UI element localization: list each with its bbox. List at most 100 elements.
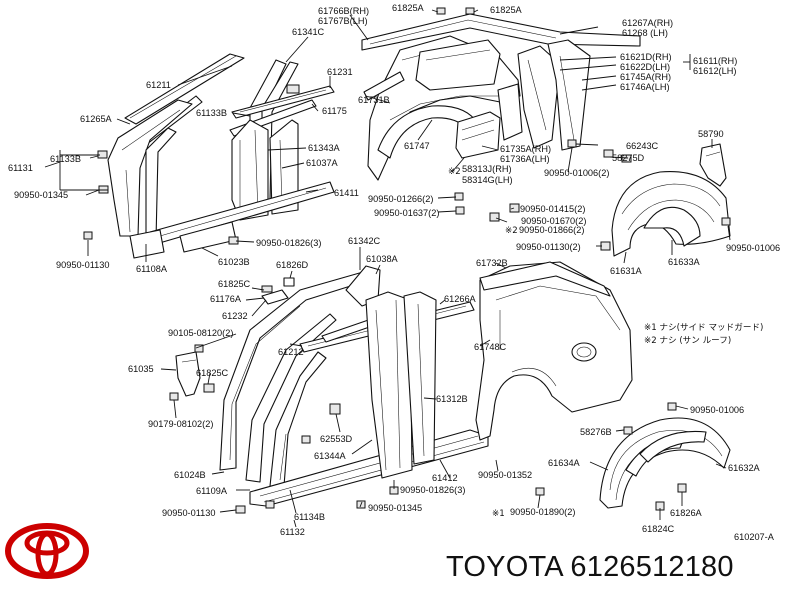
label-61109A: 61109A [196, 486, 228, 496]
label-61621D: 61621D(RH) [620, 52, 672, 62]
label-61631A: 61631A [610, 266, 643, 276]
label-61632A: 61632A [728, 463, 761, 473]
label-61746A: 61746A(LH) [620, 82, 670, 92]
label-61731B: 61731B [358, 95, 390, 105]
label-90950-01890: 90950-01890(2) [510, 507, 575, 517]
label-61312B: 61312B [436, 394, 468, 404]
label-61344A: 61344A [314, 451, 347, 461]
label-90950-01266: 90950-01266(2) [368, 194, 433, 204]
label-61175: 61175 [322, 106, 347, 116]
label-58313J: 58313J(RH) [462, 164, 512, 174]
label-61612: 61612(LH) [693, 66, 736, 76]
label-90950-01352: 90950-01352 [478, 470, 532, 480]
label-61131: 61131 [8, 163, 33, 173]
label-90950-01637: 90950-01637(2) [374, 208, 439, 218]
label-61232: 61232 [222, 311, 248, 321]
label-61211: 61211 [146, 80, 171, 90]
label-61825C-top: 61825C [218, 279, 251, 289]
label-90950-01670: 90950-01670(2) [521, 216, 586, 226]
quarter-inner-drawing [361, 7, 641, 222]
label-61037A: 61037A [306, 158, 339, 168]
label-62553D: 62553D [320, 434, 353, 444]
label-90950-01130-bottom: 90950-01130 [162, 508, 215, 518]
footer-part-number: 6126512180 [570, 551, 734, 583]
label-90950-01006-bottom: 90950-01006 [690, 405, 744, 415]
label-58314G: 58314G(LH) [462, 175, 513, 185]
label-61343A: 61343A [308, 143, 341, 153]
label-90950-01006-top: 90950-01006 [726, 243, 780, 253]
footer-part-caption: TOYOTA 6126512180 [446, 551, 734, 584]
mark-note1-01890: ※1 [492, 509, 505, 519]
label-61132: 61132 [280, 527, 305, 537]
notes-legend: ※1 ナシ(サイド マッドガード) ※2 ナシ (サン ルーフ) [644, 322, 763, 346]
label-90105-08120: 90105-08120(2) [168, 328, 233, 338]
label-90950-01345-top: 90950-01345 [14, 190, 68, 200]
label-61825A-right: 61825A [490, 5, 523, 15]
label-61268: 61268 (LH) [622, 28, 668, 38]
label-61176A: 61176A [210, 294, 242, 304]
label-61766B: 61766B(RH) [318, 6, 369, 16]
label-61231: 61231 [327, 67, 353, 77]
label-61266A: 61266A [444, 294, 477, 304]
leader-lines [44, 9, 731, 528]
rear-quarter-panel-drawing [475, 261, 633, 441]
label-61341C: 61341C [292, 27, 325, 37]
label-61342C: 61342C [348, 236, 381, 246]
label-61035: 61035 [128, 364, 154, 374]
note-line-2: ※2 ナシ (サン ルーフ) [644, 335, 731, 346]
label-61747: 61747 [404, 141, 430, 151]
label-61023B: 61023B [218, 257, 250, 267]
label-61745A: 61745A(RH) [620, 72, 671, 82]
label-90950-01826-top: 90950-01826(3) [256, 238, 321, 248]
label-61826A: 61826A [670, 508, 703, 518]
note-line-1: ※1 ナシ(サイド マッドガード) [644, 322, 763, 333]
label-90950-01826-bottom: 90950-01826(3) [400, 485, 465, 495]
front-pillar-drawing [169, 265, 489, 514]
label-61412: 61412 [432, 473, 458, 483]
label-61108A: 61108A [136, 264, 168, 274]
part-labels: 61766B(RH) 61767B(LH) 61825A 61825A 6126… [8, 3, 780, 537]
label-61611: 61611(RH) [693, 56, 737, 66]
toyota-logo-icon [5, 523, 89, 579]
label-61824C: 61824C [642, 524, 675, 534]
label-61265A: 61265A [80, 114, 113, 124]
mark-note2-58313J: ※2 [448, 167, 461, 177]
label-61038A: 61038A [366, 254, 399, 264]
label-61826D: 61826D [276, 260, 309, 270]
label-61134B: 61134B [294, 512, 325, 522]
label-61748C: 61748C [474, 342, 507, 352]
label-90950-01866: 90950-01866(2) [519, 225, 584, 235]
label-90950-01415: 90950-01415(2) [520, 204, 585, 214]
label-61732B: 61732B [476, 258, 508, 268]
label-61267A: 61267A(RH) [622, 18, 673, 28]
label-61735A: 61735A(RH) [500, 144, 551, 154]
label-58275D: 58275D [612, 153, 645, 163]
label-61411: 61411 [334, 188, 359, 198]
label-90950-01130-top: 90950-01130 [56, 260, 109, 270]
label-90950-01345-bottom: 90950-01345 [368, 503, 422, 513]
label-90950-01006-2: 90950-01006(2) [544, 168, 609, 178]
label-61634A: 61634A [548, 458, 581, 468]
label-61825C-mid: 61825C [196, 368, 229, 378]
label-61212: 61212 [278, 347, 304, 357]
label-58790: 58790 [698, 129, 724, 139]
label-61767B: 61767B(LH) [318, 16, 368, 26]
rear-wheel-liner-drawing [535, 402, 731, 511]
label-61133B-left: 61133B [50, 154, 81, 164]
label-90179-08102: 90179-08102(2) [148, 419, 213, 429]
label-61133B-top: 61133B [196, 108, 227, 118]
front-side-frame-drawing [83, 53, 335, 259]
label-61622D: 61622D(LH) [620, 62, 670, 72]
diagram-code: 610207-A [734, 532, 775, 542]
label-61024B: 61024B [174, 470, 206, 480]
label-66243C: 66243C [626, 141, 659, 151]
label-58276B: 58276B [580, 427, 612, 437]
label-61825A-left: 61825A [392, 3, 425, 13]
label-61736A: 61736A(LH) [500, 154, 550, 164]
footer-brand: TOYOTA [446, 551, 563, 583]
label-90950-01130-2: 90950-01130(2) [516, 242, 581, 252]
mark-note2-01866: ※2 [505, 226, 518, 236]
label-61633A: 61633A [668, 257, 701, 267]
rear-wheelhouse-drawing [600, 143, 731, 257]
